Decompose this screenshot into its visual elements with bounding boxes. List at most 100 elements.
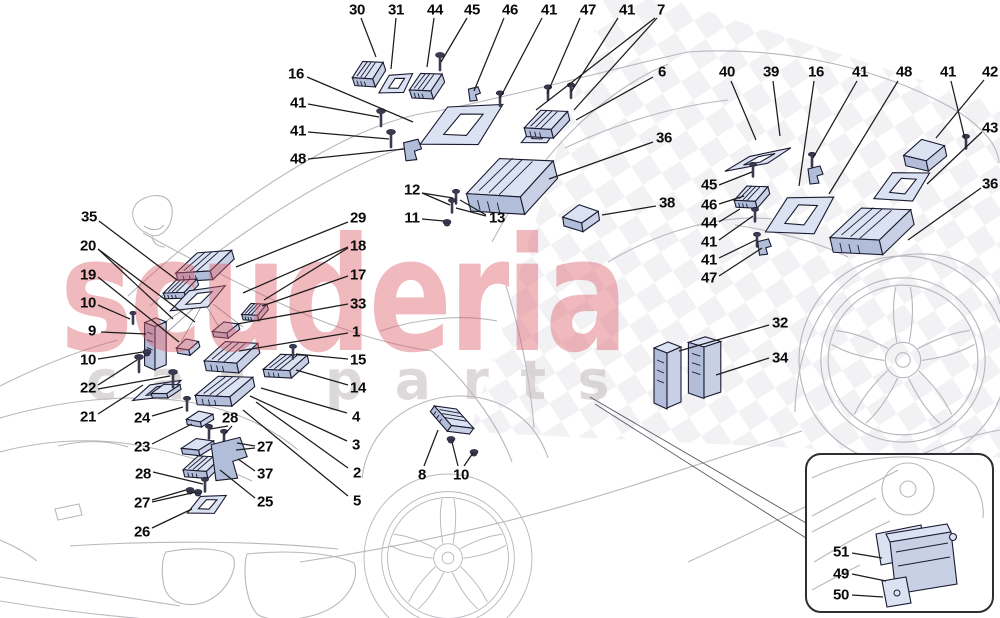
callout-label-1: 1 bbox=[351, 323, 361, 341]
part-16-bracket bbox=[412, 92, 512, 160]
leader-line-22 bbox=[97, 359, 138, 386]
leader-line-10 bbox=[97, 304, 131, 320]
callout-label-12: 12 bbox=[403, 181, 421, 199]
leader-line-27 bbox=[151, 491, 197, 503]
leader-line-34 bbox=[715, 357, 770, 376]
leader-line-31 bbox=[390, 17, 397, 70]
callout-label-16: 16 bbox=[807, 63, 825, 81]
callout-label-25: 25 bbox=[256, 493, 274, 511]
leader-line-27 bbox=[235, 447, 256, 451]
watermark-brand: scuderia bbox=[60, 204, 625, 388]
callout-label-49: 49 bbox=[832, 565, 850, 583]
callout-label-18: 18 bbox=[349, 237, 367, 255]
leader-line-40 bbox=[730, 80, 757, 141]
callout-label-41: 41 bbox=[289, 94, 307, 112]
callout-label-15: 15 bbox=[349, 351, 367, 369]
callout-label-51: 51 bbox=[832, 543, 850, 561]
leader-line-27 bbox=[236, 442, 256, 447]
callout-label-23: 23 bbox=[133, 438, 151, 456]
callout-label-43: 43 bbox=[981, 119, 999, 137]
callout-label-28: 28 bbox=[134, 465, 152, 483]
callout-label-5: 5 bbox=[352, 492, 362, 510]
leader-line-35 bbox=[98, 220, 178, 281]
callout-label-45: 45 bbox=[463, 1, 481, 19]
inset-detail-box bbox=[805, 453, 994, 613]
leader-line-48 bbox=[828, 80, 899, 195]
callout-label-44: 44 bbox=[700, 214, 718, 232]
part-48-clip bbox=[402, 138, 423, 162]
callout-label-48: 48 bbox=[289, 150, 307, 168]
callout-label-3: 3 bbox=[351, 436, 361, 454]
leader-line-43 bbox=[926, 131, 983, 185]
callout-label-11: 11 bbox=[404, 209, 420, 227]
callout-label-38: 38 bbox=[658, 194, 676, 212]
callout-label-33: 33 bbox=[349, 295, 367, 313]
inset-module-art bbox=[876, 524, 957, 607]
callout-label-9: 9 bbox=[87, 322, 97, 340]
part-50-bracket bbox=[882, 577, 911, 607]
callout-label-47: 47 bbox=[579, 1, 597, 19]
leader-line-14 bbox=[295, 369, 349, 386]
callout-label-42: 42 bbox=[981, 63, 999, 81]
callout-label-24: 24 bbox=[133, 409, 151, 427]
callout-label-36: 36 bbox=[981, 175, 999, 193]
part-44 bbox=[405, 67, 449, 106]
leader-line-11 bbox=[421, 218, 445, 222]
leader-line-24 bbox=[151, 406, 184, 417]
callout-label-29: 29 bbox=[349, 209, 367, 227]
part-26-plate bbox=[184, 490, 230, 520]
callout-label-45: 45 bbox=[700, 176, 718, 194]
leader-line-5 bbox=[242, 409, 349, 497]
callout-label-41: 41 bbox=[939, 63, 957, 81]
callout-label-4: 4 bbox=[351, 408, 361, 426]
leader-line-12 bbox=[421, 192, 451, 206]
part-10-grommet bbox=[446, 436, 456, 444]
callout-label-21: 21 bbox=[79, 408, 97, 426]
leader-line-49 bbox=[851, 573, 887, 582]
leader-line-45 bbox=[718, 171, 753, 186]
callout-label-41: 41 bbox=[289, 122, 307, 140]
leader-line-28 bbox=[223, 425, 233, 436]
callout-label-39: 39 bbox=[762, 63, 780, 81]
leader-line-42 bbox=[935, 79, 985, 139]
leader-line-41 bbox=[718, 239, 757, 259]
leader-line-41 bbox=[499, 17, 543, 99]
leader-line-2 bbox=[255, 401, 349, 469]
leader-line-28 bbox=[152, 471, 204, 485]
leader-line-12 bbox=[421, 192, 454, 199]
leader-line-29 bbox=[235, 221, 349, 268]
leader-line-41 bbox=[812, 80, 858, 159]
callout-label-44: 44 bbox=[426, 1, 444, 19]
leader-line-41 bbox=[570, 17, 619, 93]
leader-line-38 bbox=[601, 205, 657, 216]
leader-line-36 bbox=[548, 141, 654, 180]
leader-line-10 bbox=[97, 351, 144, 360]
callout-label-19: 19 bbox=[79, 266, 97, 284]
callout-label-26: 26 bbox=[133, 523, 151, 541]
inset-door-panel-art bbox=[811, 456, 984, 591]
callout-label-34: 34 bbox=[771, 349, 789, 367]
part-28-screw bbox=[204, 423, 214, 440]
leader-line-7 bbox=[573, 17, 658, 111]
leader-line-47 bbox=[718, 247, 763, 277]
callout-label-7: 7 bbox=[656, 1, 666, 19]
leader-line-23 bbox=[151, 423, 193, 445]
callout-label-2: 2 bbox=[352, 464, 362, 482]
leader-line-10 bbox=[463, 452, 474, 467]
leader-line-13 bbox=[459, 199, 487, 216]
callout-label-27: 27 bbox=[133, 494, 151, 512]
leader-line-51 bbox=[851, 552, 883, 559]
leader-line-22 bbox=[97, 375, 171, 390]
leader-line-17 bbox=[261, 275, 349, 307]
callout-label-8: 8 bbox=[417, 466, 427, 484]
callout-label-37: 37 bbox=[256, 465, 274, 483]
callout-label-6: 6 bbox=[657, 63, 667, 81]
leader-line-32 bbox=[678, 324, 770, 352]
leader-line-15 bbox=[295, 353, 349, 360]
callout-label-41: 41 bbox=[540, 1, 558, 19]
callout-label-50: 50 bbox=[832, 586, 850, 604]
leader-line-3 bbox=[249, 395, 348, 442]
leader-line-39 bbox=[772, 80, 781, 137]
